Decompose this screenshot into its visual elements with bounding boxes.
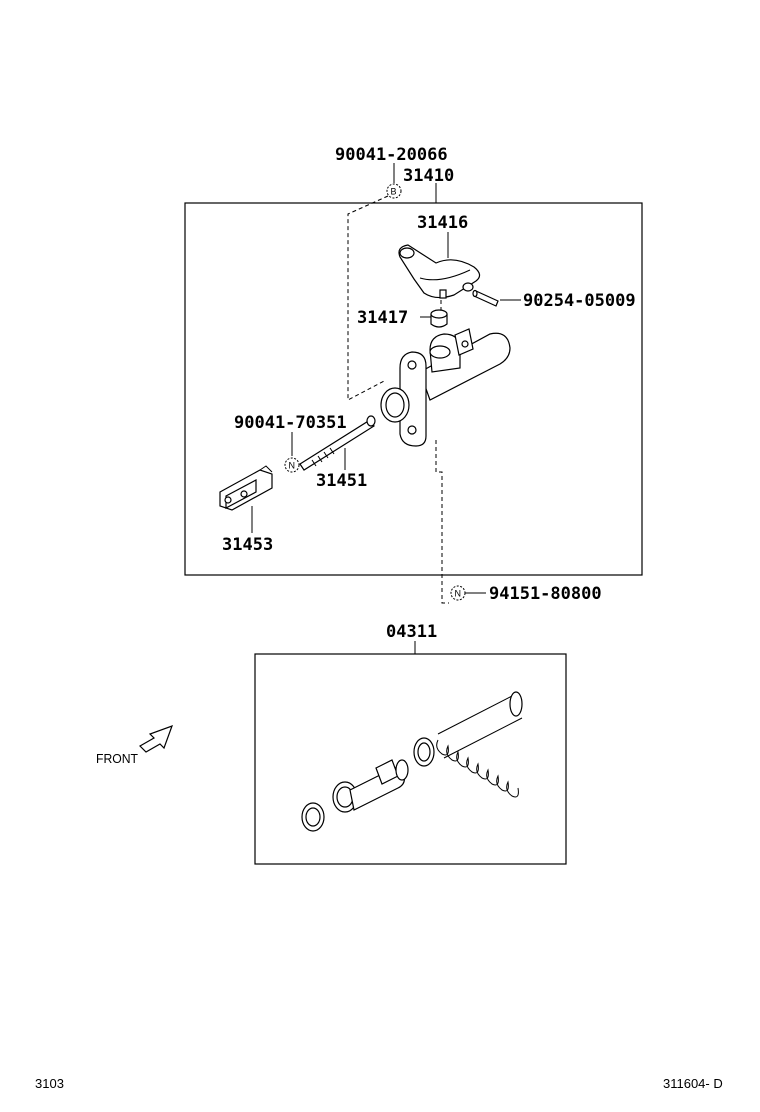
svg-text:N: N — [289, 461, 296, 471]
master-cylinder-icon — [380, 328, 511, 447]
svg-text:B: B — [391, 187, 397, 197]
reservoir-cap-icon — [398, 244, 481, 299]
label-31416[interactable]: 31416 — [417, 213, 468, 233]
repair-kit-icon — [301, 691, 523, 832]
svg-text:N: N — [455, 589, 462, 599]
label-31453[interactable]: 31453 — [222, 535, 273, 555]
label-90254-05009[interactable]: 90254-05009 — [523, 291, 636, 311]
label-31410[interactable]: 31410 — [403, 166, 454, 186]
footer-left-code: 3103 — [35, 1076, 64, 1091]
push-rod-icon — [299, 415, 376, 471]
pin-icon — [472, 289, 499, 307]
b-symbol-icon — [386, 183, 402, 199]
clevis-icon — [219, 465, 273, 511]
footer-right-code: 311604- D — [663, 1076, 723, 1091]
n-symbol-icon-1 — [284, 457, 300, 473]
kit-04311-frame — [254, 653, 567, 865]
label-04311[interactable]: 04311 — [386, 622, 437, 642]
label-31417[interactable]: 31417 — [357, 308, 408, 328]
label-90041-70351[interactable]: 90041-70351 — [234, 413, 347, 433]
label-94151-80800[interactable]: 94151-80800 — [489, 584, 602, 604]
label-31451[interactable]: 31451 — [316, 471, 367, 491]
assembly-31410-frame — [184, 202, 643, 576]
front-arrow-icon — [139, 724, 174, 753]
front-label: FRONT — [96, 751, 138, 766]
label-90041-20066[interactable]: 90041-20066 — [335, 145, 448, 165]
grommet-icon — [430, 309, 448, 328]
